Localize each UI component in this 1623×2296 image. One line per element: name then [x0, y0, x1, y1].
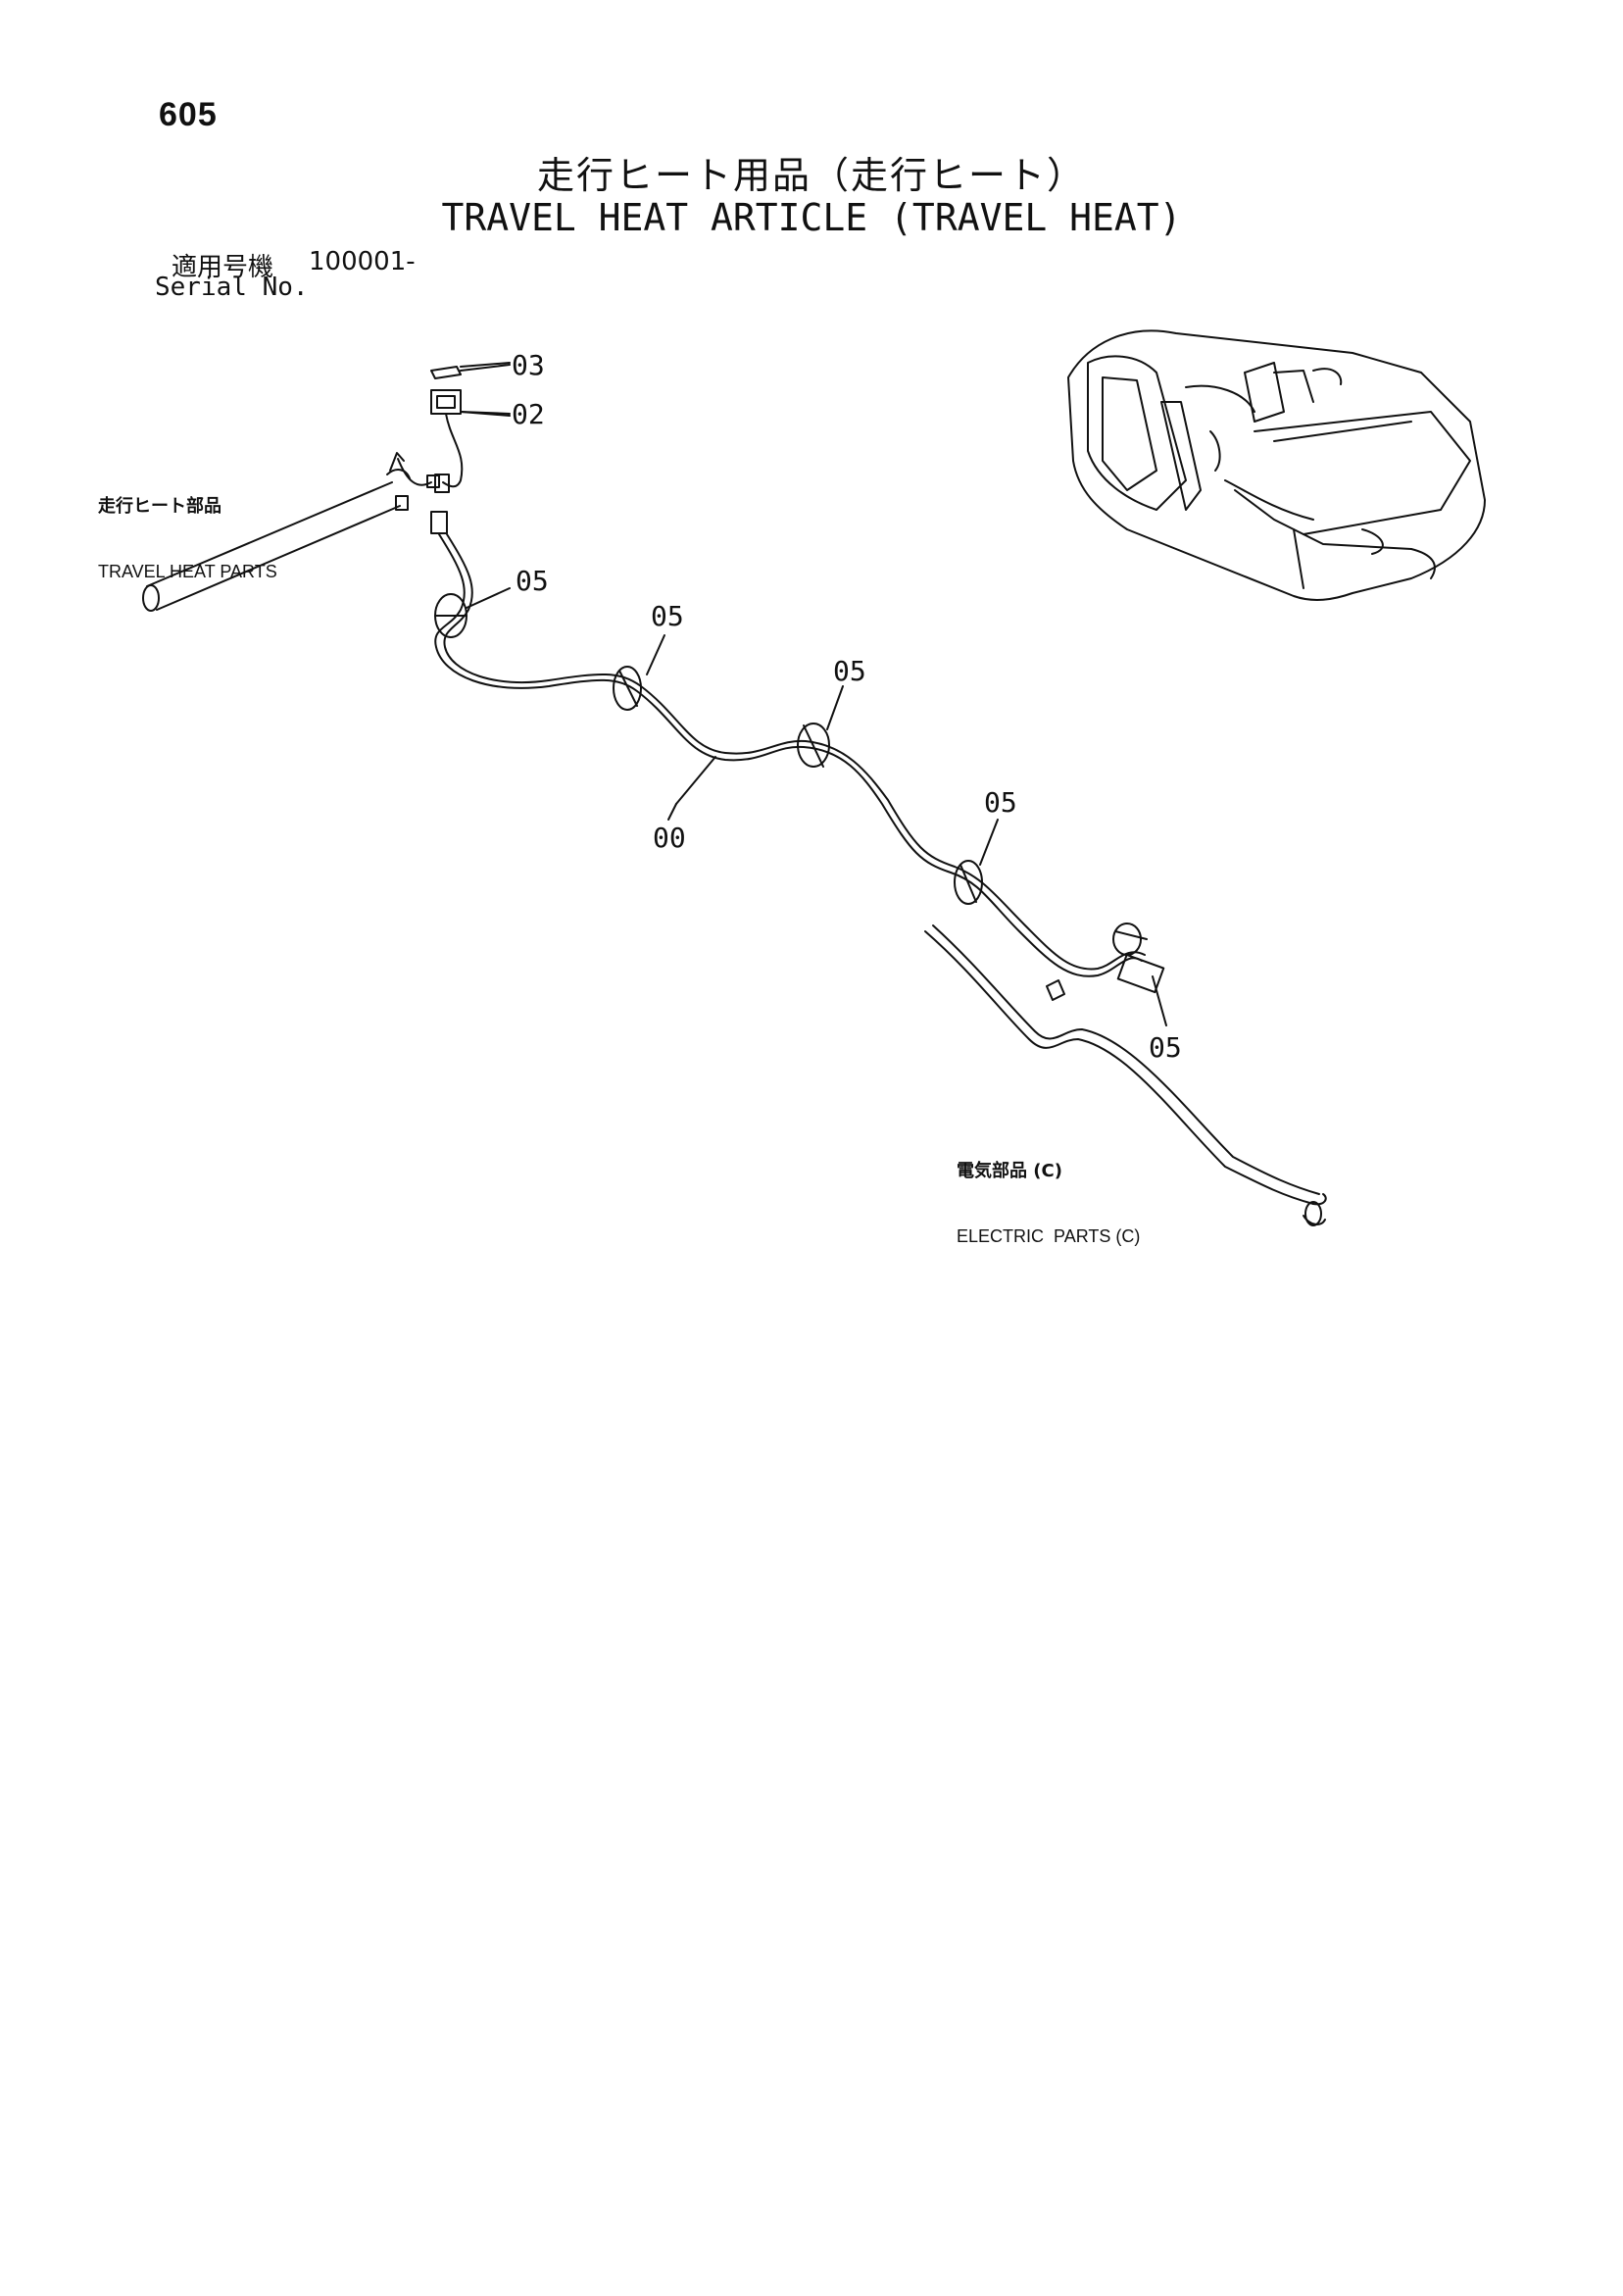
serial-number-value: 100001- — [309, 247, 416, 276]
clamp-drawings — [434, 593, 1165, 994]
travel-heat-parts-label: 走行ヒート部品 TRAVEL HEAT PARTS — [98, 453, 277, 604]
travel-heat-parts-tube-drawing — [142, 452, 440, 612]
page-number: 605 — [159, 96, 218, 133]
callout-part-02: 02 — [512, 398, 545, 430]
electric-parts-label-japanese: 電気部品 (C) — [957, 1161, 1062, 1181]
excavator-outline-drawing — [1067, 329, 1486, 601]
callout-part-05-d: 05 — [984, 786, 1017, 819]
travel-heat-parts-label-english: TRAVEL HEAT PARTS — [98, 562, 277, 581]
serial-label-japanese: 適用号機 — [172, 253, 274, 282]
electric-parts-label-english: ELECTRIC PARTS (C) — [957, 1226, 1141, 1246]
callout-part-03: 03 — [512, 349, 545, 381]
page-title-japanese: 走行ヒート用品（走行ヒート） — [536, 154, 1086, 197]
electric-parts-label: 電気部品 (C) ELECTRIC PARTS (C) — [957, 1118, 1140, 1269]
callout-part-00: 00 — [653, 822, 686, 854]
callout-part-05-c: 05 — [833, 655, 866, 687]
main-harness-drawing — [434, 533, 1146, 977]
callout-part-05-e: 05 — [1149, 1031, 1182, 1064]
serial-label-english: Serial No. — [155, 273, 309, 302]
callout-part-05-a: 05 — [516, 565, 549, 597]
callout-part-05-b: 05 — [651, 600, 684, 632]
page-title-english: TRAVEL HEAT ARTICLE (TRAVEL HEAT) — [441, 196, 1182, 239]
travel-heat-parts-label-japanese: 走行ヒート部品 — [98, 496, 221, 517]
switch-assembly-drawing — [430, 362, 511, 534]
electric-parts-tube-drawing — [924, 924, 1327, 1226]
leader-lines — [460, 364, 1167, 1026]
